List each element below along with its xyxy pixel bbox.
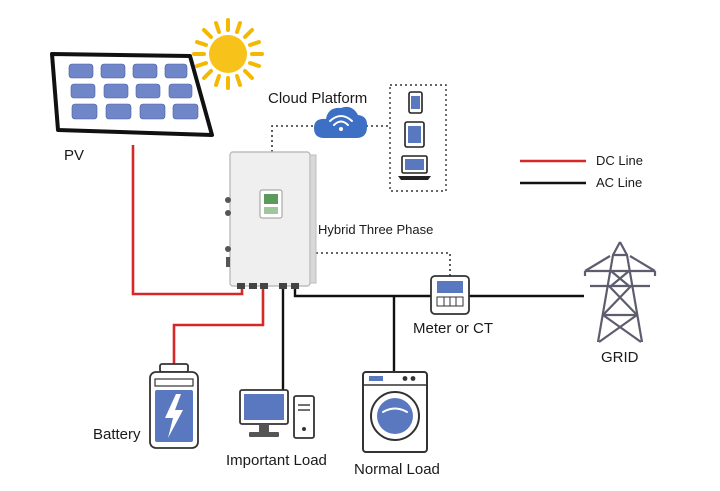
inverter-icon bbox=[225, 151, 317, 289]
legend-ac-label: AC Line bbox=[596, 175, 643, 190]
comm-line-inverter-cloud bbox=[271, 125, 322, 152]
pv-label: PV bbox=[64, 147, 85, 164]
tablet-icon bbox=[404, 121, 425, 148]
dc-line-pv bbox=[131, 145, 244, 296]
sun-icon bbox=[192, 18, 264, 90]
cloud-platform-label: Cloud Platform bbox=[268, 90, 368, 107]
battery-icon bbox=[149, 363, 199, 449]
cloud-icon bbox=[314, 106, 368, 138]
grid-label: GRID bbox=[601, 349, 639, 366]
pylon-icon bbox=[583, 241, 657, 343]
monitoring-devices-group bbox=[389, 84, 447, 192]
meter-label: Meter or CT bbox=[413, 320, 494, 337]
hybrid-inverter-label: Hybrid Three Phase bbox=[318, 222, 434, 237]
battery-label: Battery bbox=[93, 426, 141, 443]
legend-dc-label: DC Line bbox=[596, 153, 643, 168]
important-load-label: Important Load bbox=[226, 452, 327, 469]
meter-icon bbox=[430, 275, 470, 315]
computer-icon bbox=[239, 389, 315, 439]
phone-icon bbox=[408, 91, 423, 114]
washing-machine-icon bbox=[362, 371, 428, 453]
comm-line-inverter-meter bbox=[316, 252, 451, 276]
solar-panel-icon bbox=[50, 52, 214, 137]
dc-line-battery bbox=[172, 283, 265, 372]
normal-load-label: Normal Load bbox=[354, 461, 440, 478]
laptop-icon bbox=[398, 155, 431, 180]
